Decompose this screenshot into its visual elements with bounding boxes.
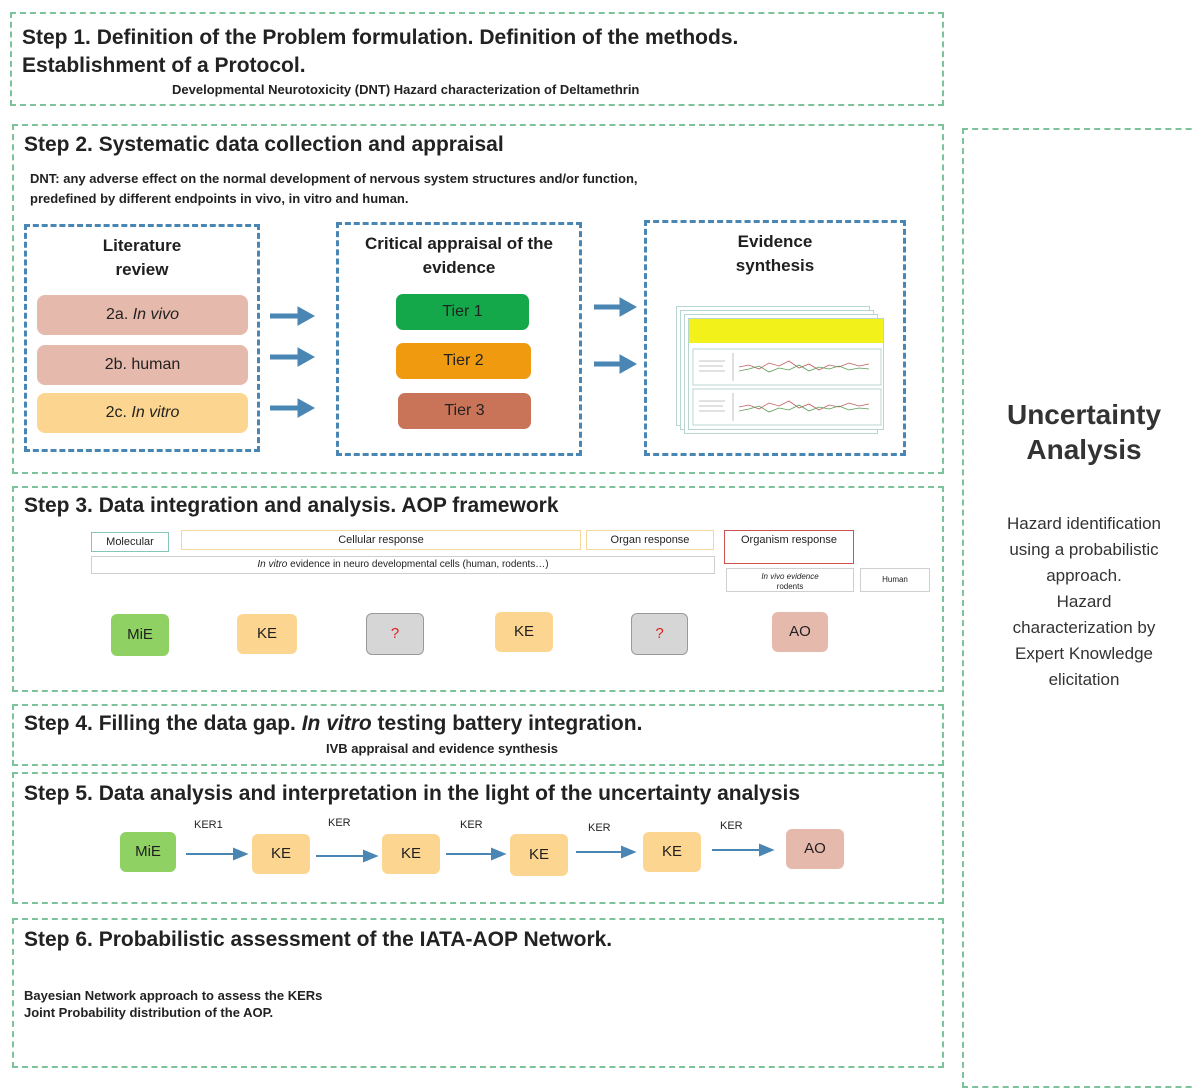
step5-title: Step 5. Data analysis and interpretation… [24,782,801,805]
arrow-right-icon [712,843,775,857]
step1-title-line1: Step 1. Definition of the Problem formul… [22,26,739,49]
literature-arrows [270,306,316,418]
step6-line2: Joint Probability distribution of the AO… [24,1005,274,1020]
aop-node-ao: AO [772,612,828,652]
ker-label-2: KER [328,817,351,829]
evidence-synthesis-title: Evidence synthesis [735,232,815,275]
literature-review-title: Literature review [102,236,182,279]
synthesis-thumbnail [688,318,884,430]
tier-2: Tier 2 [396,343,531,379]
uncertainty-title: Uncertainty Analysis [1006,399,1162,465]
critical-appraisal-title: Critical appraisal of the evidence [365,234,553,277]
evidence-synthesis-box [644,220,906,456]
aop-node-unknown-1: ? [366,613,424,655]
forest-plot-thumbnail [689,319,883,426]
arrow-right-icon [316,849,379,863]
step4-subtitle: IVB appraisal and evidence synthesis [326,741,558,756]
aop-chain-node-ke-4: KE [643,832,701,872]
header-organ-response: Organ response [586,530,714,550]
ker-label-4: KER [588,822,611,834]
arrow-right-icon [270,306,316,326]
step5-box [12,772,944,904]
literature-item-in-vitro: 2c. In vitro [37,393,248,433]
ker-label-3: KER [460,819,483,831]
ker-label-1: KER1 [194,819,223,831]
aop-chain-node-ao: AO [786,829,844,869]
arrow-right-icon [186,847,249,861]
arrow-right-icon [270,347,316,367]
step1-subtitle: Developmental Neurotoxicity (DNT) Hazard… [172,82,640,97]
arrow-right-icon [270,398,316,418]
step6-title: Step 6. Probabilistic assessment of the … [24,928,613,951]
aop-node-ke-2: KE [495,612,553,652]
step1-box [10,12,944,106]
step2-box [12,124,944,474]
step6-line1: Bayesian Network approach to assess the … [24,988,323,1003]
arrow-right-icon [446,847,507,861]
aop-chain-node-ke-2: KE [382,834,440,874]
header-human: Human [860,568,930,592]
step2-desc-line1: DNT: any adverse effect on the normal de… [30,171,638,186]
tier-3: Tier 3 [398,393,531,429]
aop-node-mie: MiE [111,614,169,656]
appraisal-arrows [594,297,638,374]
header-molecular: Molecular [91,532,169,552]
aop-chain-node-ke-1: KE [252,834,310,874]
aop-node-unknown-2: ? [631,613,688,655]
ker-arrows [186,843,775,863]
arrow-right-icon [594,354,638,374]
step4-title: Step 4. Filling the data gap. In vitro t… [24,712,643,735]
uncertainty-description: Hazard identification using a probabilis… [1006,514,1162,689]
step2-title: Step 2. Systematic data collection and a… [24,133,504,156]
ker-label-5: KER [720,820,743,832]
aop-chain-node-ke-3: KE [510,834,568,876]
step1-title-line2: Establishment of a Protocol. [22,54,306,77]
aop-node-ke-1: KE [237,614,297,654]
critical-appraisal-box [336,222,582,456]
header-organism-response: Organism response [724,530,854,564]
header-in-vitro-evidence: In vitro evidence in neuro developmental… [91,556,715,574]
literature-review-box [24,224,260,452]
step3-box [12,486,944,692]
step4-box [12,704,944,766]
aop-chain-node-mie: MiE [120,832,176,872]
step2-desc-line2: predefined by different endpoints in viv… [30,191,409,206]
header-cellular-response: Cellular response [181,530,581,550]
arrow-right-icon [576,845,637,859]
tier-1: Tier 1 [396,294,529,330]
header-in-vivo-evidence: In vivo evidence rodents [726,568,854,592]
literature-item-in-vivo: 2a. In vivo [37,295,248,335]
step3-title: Step 3. Data integration and analysis. A… [24,494,559,517]
literature-item-human: 2b. human [37,345,248,385]
arrow-right-icon [594,297,638,317]
